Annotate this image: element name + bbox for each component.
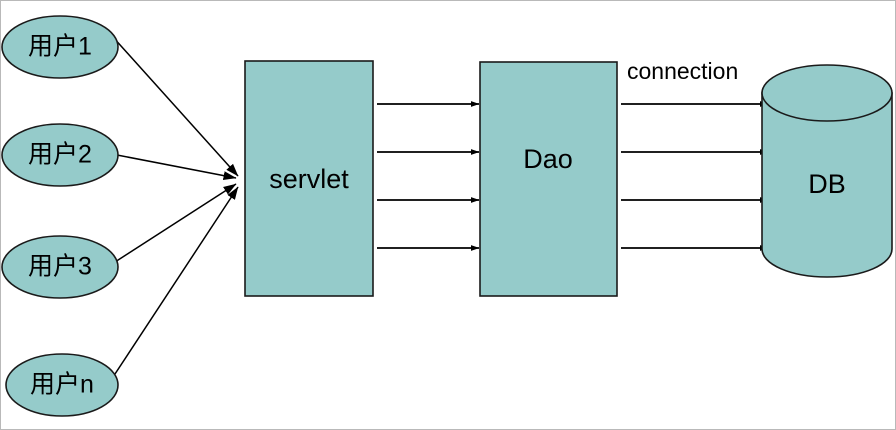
connection-edge-label: connection bbox=[627, 58, 738, 84]
usern-ellipse[interactable] bbox=[5, 353, 119, 417]
edge-group-dao-to-db bbox=[621, 100, 769, 251]
user2-ellipse[interactable] bbox=[1, 123, 119, 187]
edge-group-servlet-to-dao bbox=[377, 100, 480, 251]
edge-group-users-to-servlet bbox=[111, 35, 239, 378]
node-user2[interactable]: 用户2 bbox=[1, 123, 119, 187]
dao-label: Dao bbox=[523, 144, 573, 174]
user1-ellipse[interactable] bbox=[1, 15, 119, 79]
edge-usern-to-servlet bbox=[112, 186, 239, 378]
db-label: DB bbox=[808, 169, 846, 199]
node-user1[interactable]: 用户1 bbox=[1, 15, 119, 79]
servlet-box[interactable] bbox=[244, 60, 374, 297]
edge-user2-to-servlet bbox=[116, 154, 237, 181]
node-user3[interactable]: 用户3 bbox=[1, 235, 119, 299]
edge-user3-to-servlet bbox=[114, 183, 237, 263]
user3-ellipse[interactable] bbox=[1, 235, 119, 299]
node-dao[interactable]: Dao bbox=[479, 61, 618, 297]
node-db[interactable]: DB bbox=[761, 64, 893, 278]
edge-user1-to-servlet bbox=[111, 35, 239, 177]
node-usern[interactable]: 用户n bbox=[5, 353, 119, 417]
dao-box[interactable] bbox=[479, 61, 618, 297]
db-cylinder-body[interactable] bbox=[761, 92, 893, 278]
servlet-label: servlet bbox=[269, 164, 349, 194]
node-servlet[interactable]: servlet bbox=[244, 60, 374, 297]
user1-label: 用户1 bbox=[28, 33, 92, 61]
user3-label: 用户3 bbox=[28, 253, 92, 281]
usern-label: 用户n bbox=[30, 371, 94, 399]
db-cylinder-top bbox=[761, 64, 893, 122]
user2-label: 用户2 bbox=[28, 141, 92, 169]
